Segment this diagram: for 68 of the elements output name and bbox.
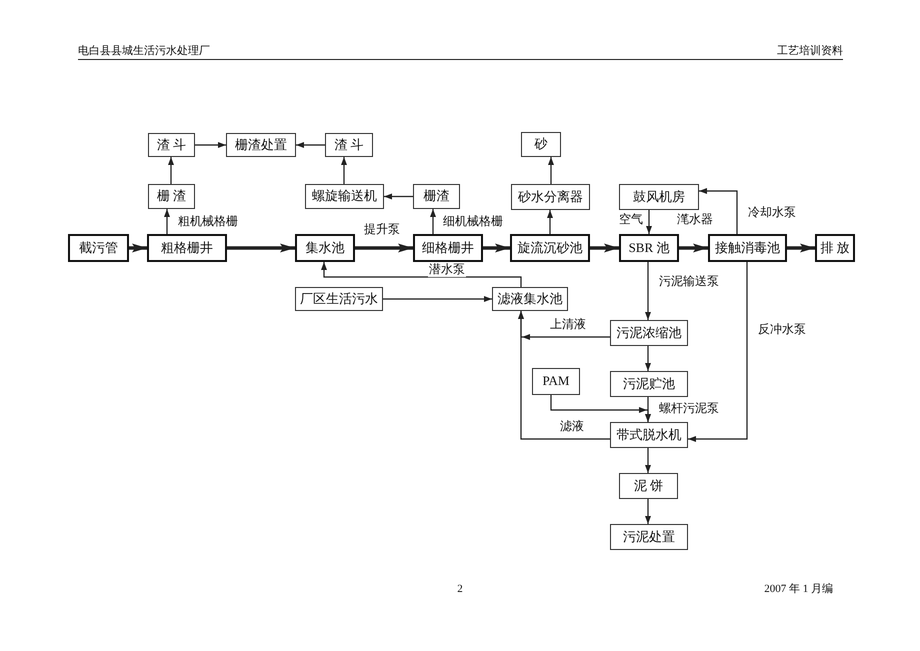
edge-label: 提升泵: [363, 223, 401, 237]
header-text: 电白县县城生活污水处理厂: [78, 45, 210, 58]
arrow: [129, 244, 147, 252]
process-box: 污泥贮池: [610, 371, 688, 397]
process-box: 排 放: [815, 234, 855, 262]
edge-label: 粗机械格栅: [177, 215, 239, 229]
arrow: [645, 346, 651, 371]
process-box: SBR 池: [619, 234, 679, 262]
process-box: 滤液集水池: [492, 287, 568, 311]
process-box: 栅渣: [413, 184, 460, 209]
edge-label: 滗水器: [676, 213, 714, 227]
process-box: 鼓风机房: [619, 184, 699, 210]
edge-label: 冷却水泵: [747, 206, 797, 220]
process-box: PAM: [532, 368, 580, 395]
arrow: [646, 210, 652, 234]
arrow: [296, 142, 325, 148]
process-box: 集水池: [295, 234, 355, 262]
process-box: 渣 斗: [148, 133, 195, 157]
date-text: 2007 年 1 月编: [764, 583, 833, 596]
arrow: [699, 188, 738, 234]
process-box: 栅 渣: [148, 184, 195, 209]
arrow: [550, 395, 651, 422]
process-box: 栅渣处置: [226, 133, 296, 157]
edge-label: 滤液: [559, 420, 585, 434]
process-box: 渣 斗: [325, 133, 373, 157]
arrow: [164, 209, 170, 234]
arrow: [547, 210, 553, 234]
process-box: 细格栅井: [413, 234, 483, 262]
process-box: 砂水分离器: [511, 184, 590, 210]
process-box: 泥 饼: [619, 473, 678, 499]
arrow: [645, 262, 651, 320]
process-box: 螺旋输送机: [305, 184, 384, 209]
header-text: 工艺培训资料: [777, 45, 843, 58]
edge-label: 污泥输送泵: [658, 275, 720, 289]
arrow: [645, 448, 651, 473]
arrow: [383, 296, 492, 302]
arrow: [483, 244, 510, 252]
arrow: [645, 499, 651, 524]
edge-label: 细机械格栅: [442, 215, 504, 229]
process-box: 砂: [521, 132, 561, 157]
arrow: [321, 262, 522, 287]
arrow: [679, 244, 708, 252]
process-box: 旋流沉砂池: [510, 234, 590, 262]
arrow: [168, 157, 174, 184]
arrow: [787, 244, 815, 252]
arrow: [548, 157, 554, 184]
edge-label: 反冲水泵: [757, 323, 807, 337]
edge-label: 螺杆污泥泵: [658, 402, 720, 416]
process-box: 接触消毒池: [708, 234, 787, 262]
edge-label: 潜水泵: [428, 263, 466, 277]
arrow: [355, 244, 413, 252]
arrow: [430, 209, 436, 234]
edge-label: 空气: [618, 213, 644, 227]
arrow: [590, 244, 619, 252]
process-box: 粗格栅井: [147, 234, 227, 262]
process-box: 污泥处置: [610, 524, 688, 550]
edge-label: 上清液: [549, 318, 587, 332]
process-box: 污泥浓缩池: [610, 320, 688, 346]
arrow: [195, 142, 226, 148]
process-box: 厂区生活污水: [295, 287, 383, 311]
arrow: [384, 194, 413, 200]
page-number: 2: [457, 583, 463, 596]
process-box: 截污管: [68, 234, 129, 262]
process-box: 带式脱水机: [610, 422, 688, 448]
arrow: [341, 157, 347, 184]
arrow: [688, 262, 748, 442]
arrow: [227, 244, 295, 252]
arrow: [518, 311, 610, 440]
